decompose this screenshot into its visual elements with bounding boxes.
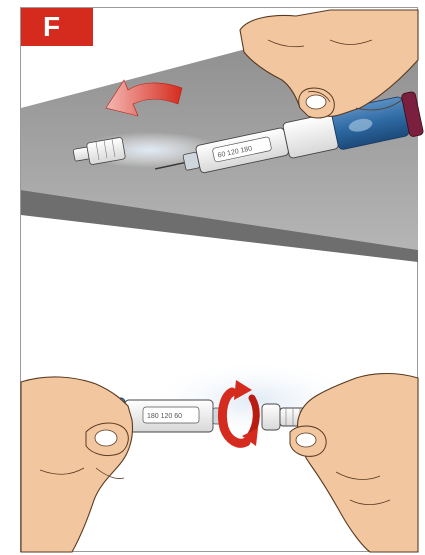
hand-right xyxy=(290,374,418,553)
top-scene: 60 120 180 xyxy=(21,10,424,262)
step-label-badge: F xyxy=(21,8,93,46)
dose-scale-bottom: 180 120 60 xyxy=(147,413,182,420)
hand-left xyxy=(21,377,133,552)
bottom-scene: 180 120 60 xyxy=(21,360,418,552)
